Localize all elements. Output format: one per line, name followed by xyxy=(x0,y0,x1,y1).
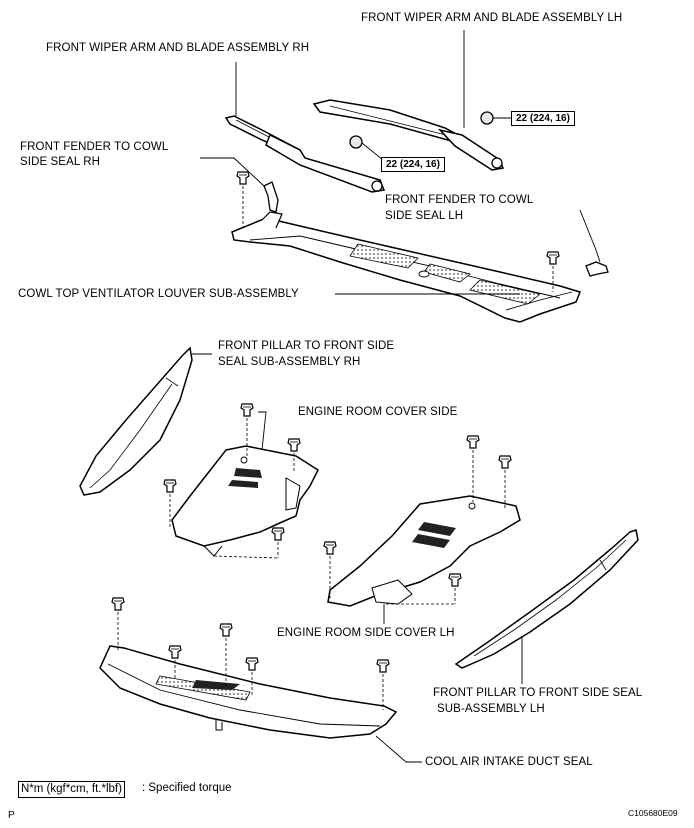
wiper-arm-lh xyxy=(312,99,505,171)
clip-icon xyxy=(271,527,285,541)
torque-spec-rh: 22 (224, 16) xyxy=(381,157,445,172)
wiper-arm-rh xyxy=(224,115,386,193)
clip-icon xyxy=(323,541,337,555)
label-pillar-seal-rh-line1: FRONT PILLAR TO FRONT SIDE xyxy=(218,340,395,352)
label-pillar-seal-lh-line1: FRONT PILLAR TO FRONT SIDE SEAL xyxy=(433,687,643,699)
clip-icon xyxy=(448,573,462,587)
page-letter: P xyxy=(8,810,15,821)
clip-icon xyxy=(245,657,259,671)
clip-icon xyxy=(466,435,480,449)
clip-icon xyxy=(240,403,254,417)
clip-icon xyxy=(498,455,512,469)
clip-icon xyxy=(236,171,250,185)
cool-air-intake-duct-seal xyxy=(99,645,398,739)
pillar-seal-rh xyxy=(79,346,193,496)
fender-seal-rh xyxy=(263,181,279,213)
label-engine-room-cover-side: ENGINE ROOM COVER SIDE xyxy=(298,406,458,418)
torque-spec-lh: 22 (224, 16) xyxy=(511,111,575,126)
label-fender-seal-lh-line2: SIDE SEAL LH xyxy=(385,210,464,222)
label-intake-duct-seal: COOL AIR INTAKE DUCT SEAL xyxy=(425,756,593,768)
legend-torque-text: : Specified torque xyxy=(142,782,232,794)
clip-icon xyxy=(111,597,125,611)
clip-icon xyxy=(376,659,390,673)
label-fender-seal-lh-line1: FRONT FENDER TO COWL xyxy=(385,194,534,206)
nut-rh xyxy=(349,135,363,149)
cowl-top-louver xyxy=(231,211,582,323)
label-wiper-arm-rh: FRONT WIPER ARM AND BLADE ASSEMBLY RH xyxy=(46,42,310,54)
label-fender-seal-rh-line2: SIDE SEAL RH xyxy=(20,156,101,168)
label-engine-side-cover-lh: ENGINE ROOM SIDE COVER LH xyxy=(277,627,455,639)
legend-torque-unit: N*m (kgf*cm, ft.*lbf) xyxy=(18,781,125,798)
clip-icon xyxy=(168,645,182,659)
fender-seal-lh xyxy=(585,261,609,277)
clip-icon xyxy=(163,479,177,493)
label-pillar-seal-lh-line2: SUB-ASSEMBLY LH xyxy=(437,703,545,715)
engine-room-cover-side xyxy=(171,445,319,557)
pillar-seal-lh xyxy=(454,529,639,669)
clip-icon xyxy=(219,623,233,637)
label-pillar-seal-rh-line2: SEAL SUB-ASSEMBLY RH xyxy=(218,356,361,368)
label-wiper-arm-lh: FRONT WIPER ARM AND BLADE ASSEMBLY LH xyxy=(361,12,623,24)
nut-lh xyxy=(480,111,494,125)
label-fender-seal-rh-line1: FRONT FENDER TO COWL xyxy=(20,141,169,153)
engine-side-cover-lh xyxy=(327,495,521,607)
label-cowl-louver: COWL TOP VENTILATOR LOUVER SUB-ASSEMBLY xyxy=(18,288,299,300)
clip-icon xyxy=(546,251,560,265)
figure-code: C105680E09 xyxy=(628,808,678,818)
clip-icon xyxy=(287,438,301,452)
